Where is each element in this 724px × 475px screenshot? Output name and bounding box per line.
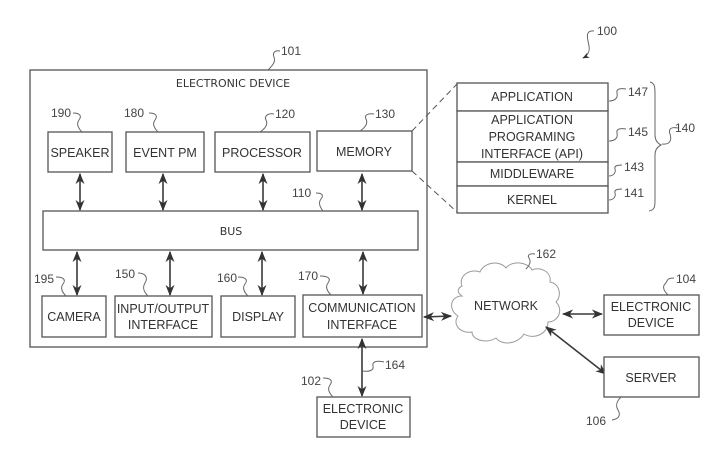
device104-label-line2: DEVICE <box>628 316 675 330</box>
processor-label: PROCESSOR <box>222 146 302 160</box>
memory-ref: 130 <box>375 107 395 121</box>
ref-101-label: 101 <box>281 44 301 58</box>
application-label: APPLICATION <box>491 90 573 104</box>
stack-brace <box>648 81 663 212</box>
api-label-line1: APPLICATION <box>491 113 573 127</box>
display-box: DISPLAY 160 <box>217 271 296 338</box>
comm-interface-box: COMMUNICATION INTERFACE 170 <box>298 269 423 338</box>
connection-164-ref: 164 <box>385 358 405 372</box>
electronic-device-102-box: ELECTRONIC DEVICE 102 <box>301 374 411 438</box>
bus-box: BUS 110 <box>42 186 419 251</box>
memory-box: MEMORY 130 <box>316 107 413 172</box>
device104-label-line1: ELECTRONIC <box>611 300 692 314</box>
api-ref: 145 <box>628 125 648 139</box>
device102-ref: 102 <box>301 374 321 388</box>
server-label: SERVER <box>625 371 676 385</box>
memory-expand-line-top <box>411 83 458 132</box>
network-label: NETWORK <box>474 299 539 313</box>
comm-ref: 170 <box>298 269 318 283</box>
bus-ref: 110 <box>292 186 311 200</box>
middleware-label: MIDDLEWARE <box>490 167 574 181</box>
api-label-line3: INTERFACE (API) <box>481 147 583 161</box>
middleware-ref: 143 <box>624 160 644 174</box>
memory-label: MEMORY <box>336 145 393 159</box>
stack-ref: 140 <box>675 121 695 135</box>
comm-label-line2: INTERFACE <box>327 318 397 332</box>
kernel-label: KERNEL <box>507 193 557 207</box>
device102-label-line1: ELECTRONIC <box>323 402 404 416</box>
network-ref: 162 <box>536 247 556 261</box>
comm-label-line1: COMMUNICATION <box>308 301 415 315</box>
electronic-device-104-box: ELECTRONIC DEVICE 104 <box>603 272 700 336</box>
layer-application <box>456 82 609 112</box>
network-server-arrow <box>545 326 607 375</box>
layer-api <box>456 110 609 163</box>
speaker-ref: 190 <box>51 106 71 120</box>
layer-kernel <box>456 185 609 214</box>
display-label: DISPLAY <box>232 310 285 324</box>
ref-101-callout: 101 <box>267 44 301 71</box>
io-interface-box: INPUT/OUTPUT INTERFACE 150 <box>114 267 213 338</box>
comm-network-arrow <box>422 311 453 322</box>
processor-box: PROCESSOR 120 <box>214 107 311 173</box>
io-ref: 150 <box>115 267 135 281</box>
server-box: SERVER 106 <box>586 356 700 428</box>
event-pm-ref: 180 <box>124 106 144 120</box>
camera-box: CAMERA 195 <box>34 272 107 338</box>
bus-label: BUS <box>220 225 243 238</box>
program-stack: APPLICATION APPLICATION PROGRAMING INTER… <box>456 81 695 214</box>
speaker-box: SPEAKER 190 <box>47 106 113 173</box>
server-ref: 106 <box>586 414 606 428</box>
processor-ref: 120 <box>275 107 295 121</box>
electronic-device-title: ELECTRONIC DEVICE <box>176 77 290 90</box>
device102-label-line2: DEVICE <box>340 418 387 432</box>
camera-ref: 195 <box>34 272 54 286</box>
speaker-label: SPEAKER <box>50 146 109 160</box>
network-cloud: NETWORK 162 <box>451 247 561 344</box>
event-pm-label: EVENT PM <box>133 146 197 160</box>
kernel-ref: 141 <box>624 186 644 200</box>
application-ref: 147 <box>628 85 648 99</box>
memory-expand-line-bottom <box>411 170 458 213</box>
figure-ref-label: 100 <box>597 24 617 38</box>
event-pm-box: EVENT PM 180 <box>124 106 205 173</box>
api-label-line2: PROGRAMING <box>489 130 576 144</box>
camera-label: CAMERA <box>47 310 101 324</box>
device104-ref: 104 <box>676 272 696 286</box>
io-label-line1: INPUT/OUTPUT <box>117 302 210 316</box>
io-label-line2: INTERFACE <box>128 318 198 332</box>
ref-164-callout: 164 <box>362 358 405 372</box>
figure-ref-100: 100 <box>582 24 617 59</box>
display-ref: 160 <box>217 271 237 285</box>
